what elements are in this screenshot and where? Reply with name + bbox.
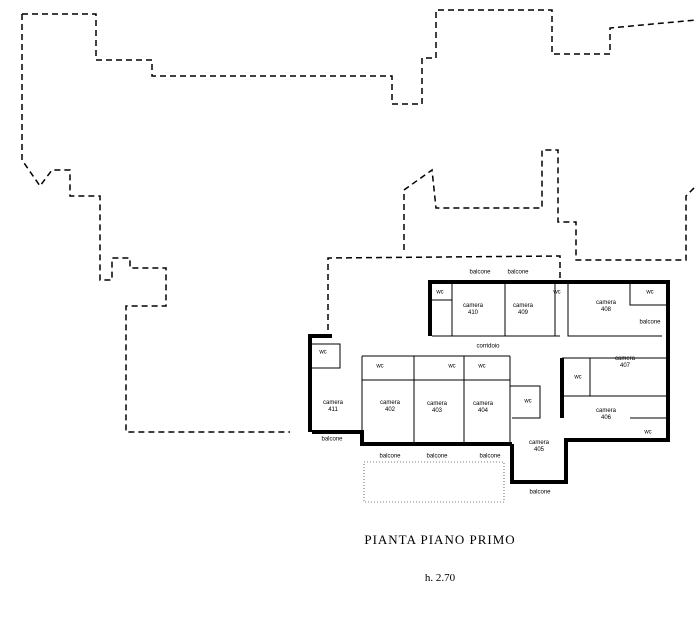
wc-label: wc xyxy=(376,363,384,370)
corridor-label: corridoio xyxy=(476,343,500,350)
ceiling-height: h. 2.70 xyxy=(424,572,456,584)
balcony-label: balcone xyxy=(529,489,551,496)
wc-label: wc xyxy=(436,289,444,296)
balcony-label: balcone xyxy=(321,436,343,443)
balcony-label: balcone xyxy=(469,269,491,276)
wc-label: wc xyxy=(574,374,582,381)
wc-label: wc xyxy=(448,363,456,370)
plan-title: PIANTA PIANO PRIMO xyxy=(364,532,516,547)
balcony-label: balcone xyxy=(426,453,448,460)
terrace-hatch xyxy=(363,461,505,503)
building-outline-dashed xyxy=(21,9,696,433)
wc-label: wc xyxy=(644,429,652,436)
wc-label: wc xyxy=(524,398,532,405)
wc-label: wc xyxy=(553,289,561,296)
balcony-label: balcone xyxy=(507,269,529,276)
wc-label: wc xyxy=(646,289,654,296)
balcony-label: balcone xyxy=(379,453,401,460)
wc-label: wc xyxy=(478,363,486,370)
partitions xyxy=(312,282,668,444)
balcony-label: balcone xyxy=(639,319,661,326)
balcony-label: balcone xyxy=(479,453,501,460)
wc-label: wc xyxy=(319,349,327,356)
